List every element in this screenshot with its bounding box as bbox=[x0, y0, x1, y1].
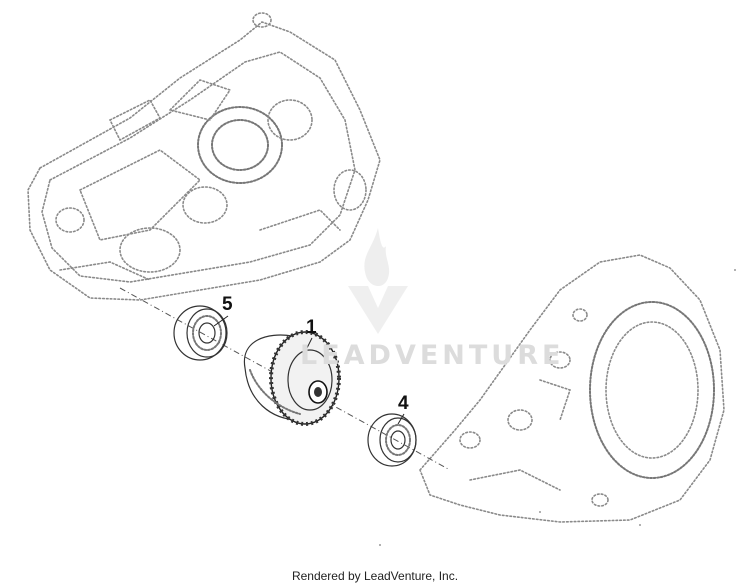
bearing-4 bbox=[367, 413, 417, 467]
leader-line-4 bbox=[397, 413, 405, 425]
side-cover bbox=[419, 254, 725, 523]
callout-5: 5 bbox=[222, 294, 233, 315]
leader-line-1 bbox=[305, 337, 313, 351]
crankcase-housing bbox=[27, 12, 381, 301]
speck-marks bbox=[379, 269, 736, 546]
assembly-axis-line bbox=[119, 287, 451, 471]
leader-line-5 bbox=[213, 315, 229, 327]
footer-credit: Rendered by LeadVenture, Inc. bbox=[291, 569, 459, 583]
watermark-text: LEADVENTURE bbox=[300, 340, 565, 371]
gear-assembly-1 bbox=[243, 330, 341, 426]
callout-1: 1 bbox=[306, 317, 317, 338]
watermark-logo-icon bbox=[348, 228, 408, 334]
bearing-5 bbox=[173, 305, 228, 361]
callout-4: 4 bbox=[398, 393, 409, 414]
